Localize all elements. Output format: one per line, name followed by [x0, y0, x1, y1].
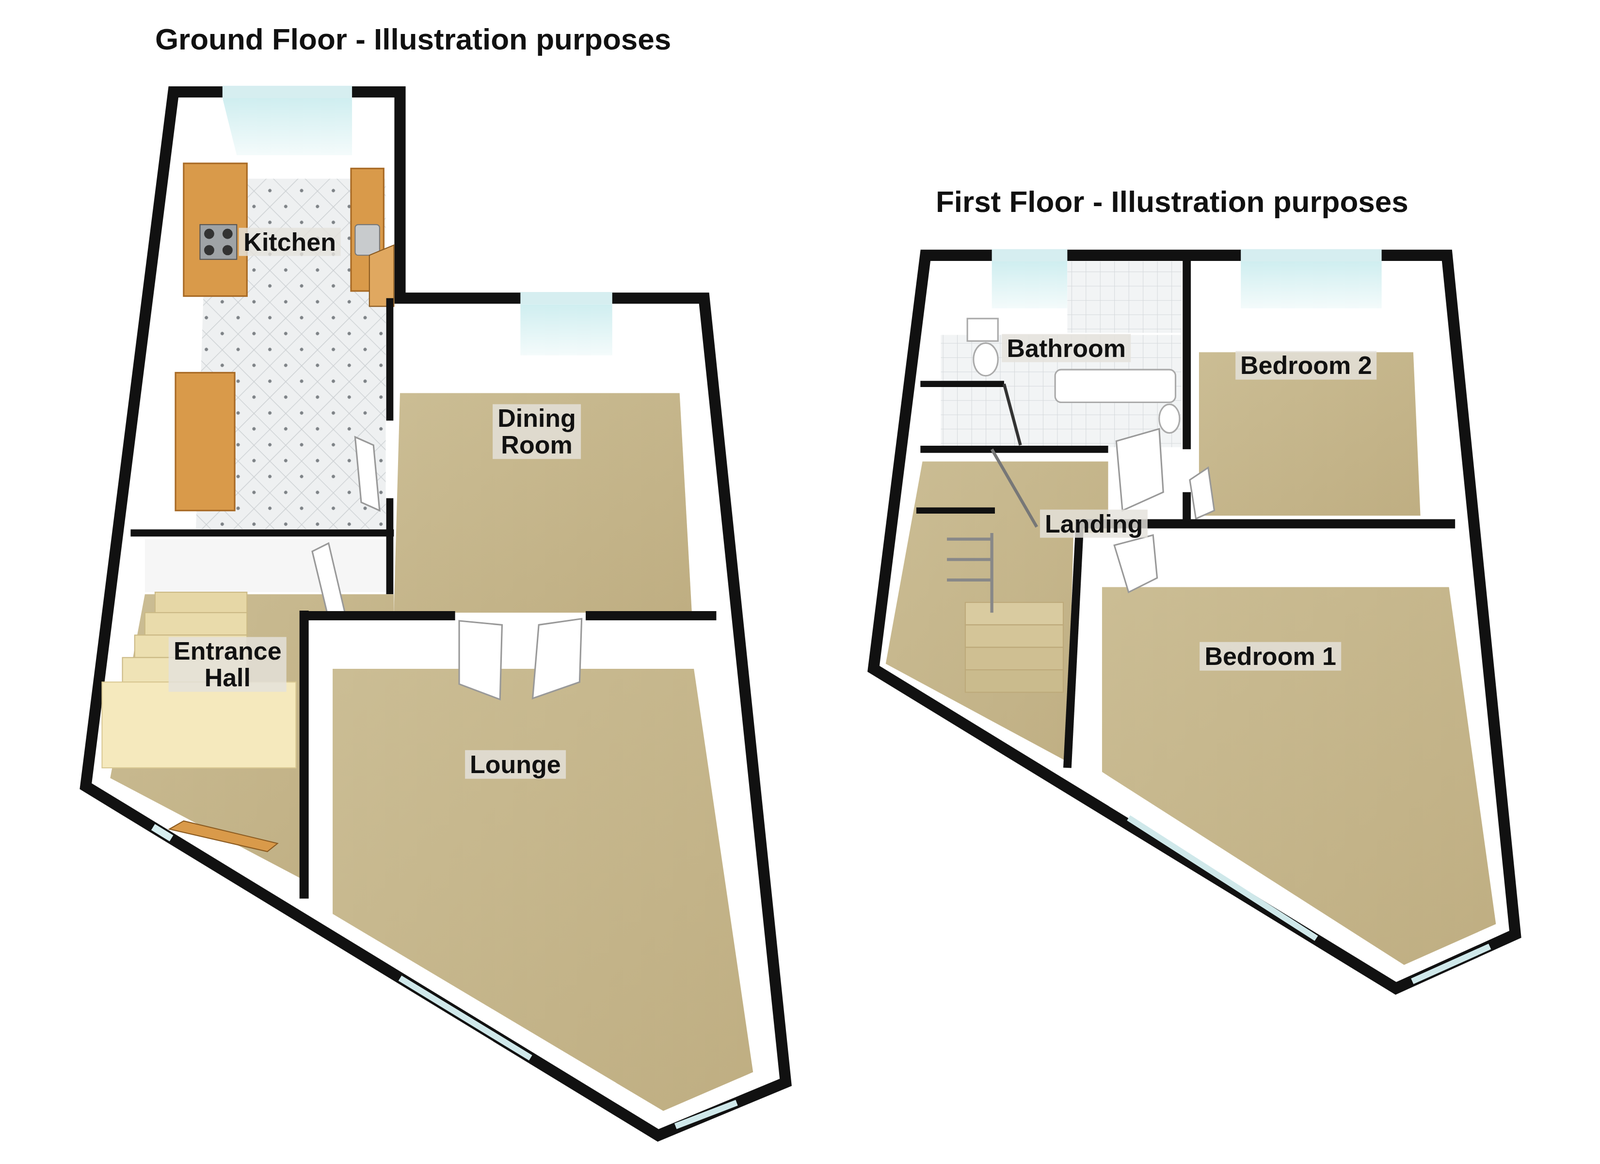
- banister: [990, 532, 994, 613]
- door: [1116, 428, 1164, 511]
- sink: [354, 224, 380, 256]
- burner: [222, 228, 233, 240]
- room-label: Landing: [1040, 509, 1148, 538]
- first-floor: [873, 249, 1516, 989]
- room-label: Dining Room: [492, 404, 581, 460]
- window: [153, 826, 172, 838]
- room-label: Entrance Hall: [168, 636, 287, 692]
- room-name: Lounge: [469, 751, 561, 778]
- room-label: Bedroom 2: [1235, 351, 1377, 380]
- window-glass: [992, 261, 1068, 309]
- window: [1240, 249, 1382, 262]
- stair-step: [965, 624, 1064, 647]
- room-name: Dining Room: [497, 405, 576, 459]
- banister: [992, 448, 1038, 527]
- interior-wall: [920, 445, 1108, 453]
- burner: [222, 244, 233, 256]
- interior-wall: [304, 610, 455, 621]
- counter: [183, 163, 247, 297]
- door: [312, 543, 345, 619]
- stair-landing: [101, 681, 296, 768]
- toilet: [973, 342, 999, 376]
- interior-wall: [130, 529, 394, 537]
- outer-wall: [85, 91, 786, 1136]
- door: [1114, 534, 1157, 592]
- bath-wall-tiles: [1067, 261, 1182, 333]
- stair-step: [965, 669, 1064, 692]
- cupboard-wall: [920, 380, 1005, 387]
- interior-wall: [299, 610, 309, 899]
- room-name: Bedroom 2: [1240, 352, 1373, 379]
- french-door: [532, 618, 582, 699]
- window: [222, 85, 352, 98]
- room-label: Lounge: [464, 750, 566, 779]
- interior-wall: [1067, 526, 1080, 768]
- stair-step: [155, 592, 247, 613]
- stair-step: [144, 612, 247, 635]
- room-name: Landing: [1044, 510, 1143, 537]
- banister: [946, 578, 992, 582]
- dining-floor: [393, 393, 692, 613]
- floor-heading: Ground Floor - Illustration purposes: [155, 21, 672, 56]
- window: [675, 1102, 737, 1126]
- room-name: Bedroom 1: [1204, 642, 1337, 670]
- front-door: [169, 820, 278, 852]
- window-glass: [520, 304, 612, 355]
- cupboard-wall: [916, 507, 995, 514]
- room-label: Kitchen: [238, 227, 341, 256]
- interior-wall: [585, 610, 717, 621]
- room-name: Entrance Hall: [173, 637, 282, 691]
- floor-heading: First Floor - Illustration purposes: [935, 183, 1409, 219]
- banister: [946, 558, 992, 561]
- hall-wall-face: [144, 539, 386, 592]
- bedroom-floor: [1199, 352, 1421, 516]
- bedroom-floor: [1102, 587, 1496, 965]
- door: [1189, 467, 1215, 519]
- bath: [1055, 369, 1176, 402]
- stair-step: [965, 602, 1064, 625]
- cistern: [967, 318, 998, 341]
- interior-wall: [386, 298, 394, 421]
- interior-wall: [1182, 255, 1191, 449]
- lounge-floor: [332, 668, 753, 1111]
- window-glass: [222, 97, 352, 156]
- window: [1412, 946, 1490, 982]
- room-name: Bathroom: [1007, 334, 1127, 362]
- door: [354, 436, 380, 511]
- bathroom-floor: [940, 335, 1182, 448]
- french-door: [459, 620, 502, 700]
- interior-wall: [386, 497, 394, 594]
- cupboard-wall: [1004, 384, 1021, 446]
- stair-step: [965, 647, 1064, 670]
- counter: [175, 372, 235, 511]
- window: [520, 291, 612, 304]
- window: [400, 977, 531, 1058]
- window: [1128, 817, 1317, 938]
- room-name: Kitchen: [243, 228, 336, 256]
- burner: [204, 244, 215, 256]
- room-label: Bedroom 1: [1199, 641, 1342, 671]
- outer-wall: [873, 255, 1516, 989]
- burner: [204, 228, 215, 240]
- window-glass: [1240, 261, 1382, 309]
- back-door: [369, 244, 395, 306]
- ground-floor: [85, 85, 786, 1136]
- banister: [946, 537, 992, 541]
- hob: [200, 224, 238, 260]
- basin: [1159, 404, 1180, 433]
- window: [992, 249, 1068, 262]
- room-label: Bathroom: [1002, 333, 1132, 363]
